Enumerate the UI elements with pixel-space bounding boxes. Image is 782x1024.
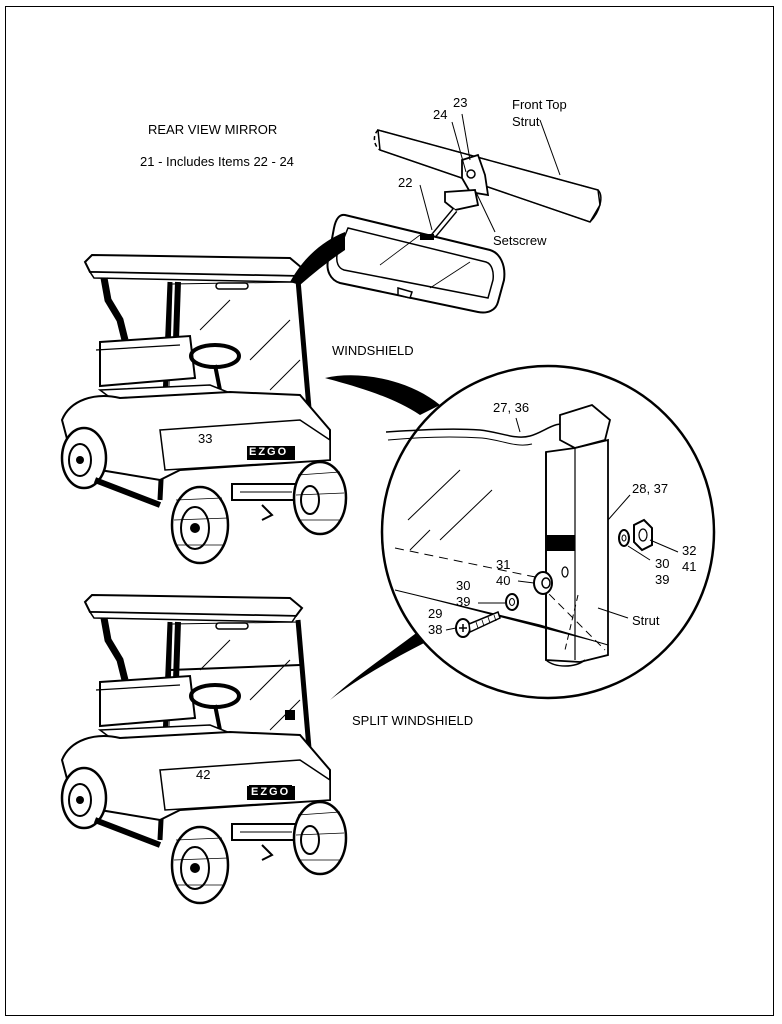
callout-30-39-left: 30 39 bbox=[456, 578, 471, 609]
callout-32-41: 32 41 bbox=[682, 543, 697, 574]
brand-badge-bottom: EZGO bbox=[249, 785, 293, 800]
front-top-strut bbox=[373, 119, 602, 223]
callout-42: 42 bbox=[196, 767, 211, 782]
callout-24: 24 bbox=[433, 107, 448, 122]
callout-28-37: 28, 37 bbox=[632, 481, 669, 496]
callout-27-36: 27, 36 bbox=[493, 400, 530, 415]
callout-30-39-right: 30 39 bbox=[655, 556, 670, 587]
callout-29-38: 29 38 bbox=[428, 606, 443, 637]
windshield-connector bbox=[325, 375, 440, 415]
windshield-heading: WINDSHIELD bbox=[332, 343, 414, 358]
rear-view-mirror-heading: REAR VIEW MIRROR bbox=[148, 122, 278, 137]
callout-33: 33 bbox=[198, 431, 213, 446]
callout-22: 22 bbox=[398, 175, 413, 190]
page-frame bbox=[5, 6, 774, 1016]
golf-cart-split-windshield bbox=[62, 595, 346, 903]
windshield-detail-circle bbox=[380, 364, 716, 700]
golf-cart-windshield bbox=[62, 232, 346, 563]
includes-items-note: 21 - Includes Items 22 - 24 bbox=[140, 154, 294, 169]
setscrew-label: Setscrew bbox=[493, 233, 547, 248]
strut-label: Strut bbox=[632, 613, 660, 628]
brand-badge-top: EZGO bbox=[249, 446, 289, 458]
callout-31-40: 31 40 bbox=[496, 557, 511, 588]
mirror-bracket bbox=[427, 113, 496, 242]
rear-view-mirror bbox=[326, 184, 506, 314]
front-top-strut-label: Front Top Strut bbox=[512, 97, 567, 129]
split-windshield-heading: SPLIT WINDSHIELD bbox=[352, 713, 474, 728]
callout-23: 23 bbox=[453, 95, 468, 110]
split-windshield-connector bbox=[330, 630, 430, 700]
